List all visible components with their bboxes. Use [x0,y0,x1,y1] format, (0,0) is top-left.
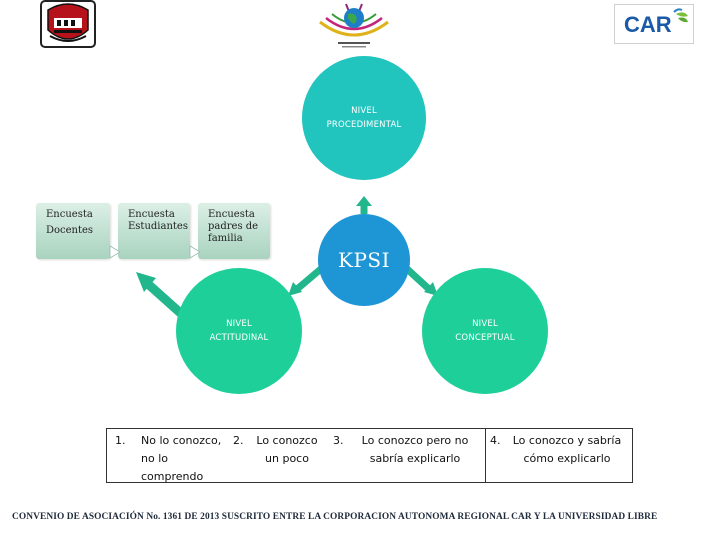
scale-text-4: Lo conozco y sabría cómo explicarlo [512,434,622,465]
node-actitudinal-label: NIVEL ACTITUDINAL [209,319,269,343]
node-conceptual: NIVEL CONCEPTUAL [422,268,548,394]
car-logo: CAR [614,4,694,44]
scale-num-1: 1. [115,434,126,447]
arrow-kpsi-to-procedimental [356,196,372,214]
node-procedimental-label: NIVEL PROCEDIMENTAL [326,106,402,130]
scale-num-3: 3. [333,434,344,447]
scale-text-1: No lo conozco, no lo comprendo [141,434,222,483]
scale-cell-3: 3. Lo conozco pero no sabría explicarlo [329,429,485,482]
scale-text-3: Lo conozco pero no sabría explicarlo [361,434,469,465]
survey-card-estudiantes-label: Encuesta Estudiantes [128,209,188,232]
globe-emblem-logo [312,0,396,52]
node-actitudinal: NIVEL ACTITUDINAL [176,268,302,394]
footer-agreement-text: CONVENIO DE ASOCIACIÓN No. 1361 DE 2013 … [12,512,658,522]
marker-triangle-icon [109,245,121,259]
scale-cell-1: 1. No lo conozco, no lo comprendo [107,429,229,483]
scale-num-2: 2. [233,434,244,447]
universidad-libre-logo [40,0,96,48]
scale-cell-2: 2. Lo conozco un poco [229,429,329,482]
node-procedimental: NIVEL PROCEDIMENTAL [302,56,426,180]
marker-triangle-icon [189,245,201,259]
node-kpsi-label: KPSI [338,248,390,272]
scale-cell-4: 4. Lo conozco y sabría cómo explicarlo [485,429,632,482]
survey-card-padres-label: Encuesta padres de familia [208,209,259,244]
scale-num-4: 4. [490,434,501,447]
car-logo-text: CAR [624,12,672,37]
kpsi-scale-table: 1. No lo conozco, no lo comprendo 2. Lo … [106,428,633,483]
survey-card-estudiantes: Encuesta Estudiantes [118,203,190,259]
survey-card-docentes: Encuesta Docentes [36,203,110,259]
survey-card-docentes-label: Encuesta Docentes [46,209,94,236]
node-kpsi: KPSI [318,214,410,306]
node-conceptual-label: NIVEL CONCEPTUAL [455,319,515,343]
scale-text-2: Lo conozco un poco [256,434,318,465]
arrow-kpsi-to-actitudinal [288,265,325,296]
survey-card-padres: Encuesta padres de familia [198,203,270,259]
